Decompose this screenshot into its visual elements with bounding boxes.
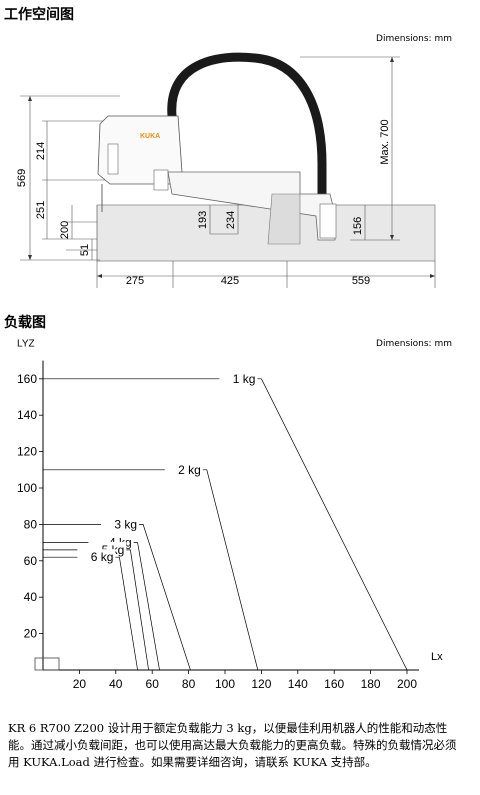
payload-label-bg [77, 549, 116, 565]
y-axis-label: LYZ [17, 339, 35, 350]
x-tick-label: 80 [182, 677, 196, 691]
kuka-logo: KUKA [140, 133, 160, 140]
y-tick-label: 120 [17, 445, 37, 459]
dim-275: 275 [126, 275, 144, 287]
payload-curve [43, 378, 408, 671]
x-tick-label: 20 [73, 677, 87, 691]
workspace-title: 工作空间图 [4, 7, 74, 23]
y-tick-label: 160 [17, 372, 37, 386]
payload-label: 2 kg [178, 463, 201, 477]
dim-234: 234 [225, 211, 237, 229]
flange-icon [34, 657, 60, 671]
payload-curve [43, 549, 149, 671]
dim-200: 200 [59, 221, 71, 239]
dim-max-700: Max. 700 [379, 119, 391, 164]
x-tick-label: 160 [324, 677, 344, 691]
y-tick-label: 100 [17, 481, 37, 495]
description-paragraph: KR 6 R700 Z200 设计用于额定负载能力 3 kg，以便最佳利用机器人… [8, 721, 457, 769]
payload-curve [43, 556, 138, 671]
x-tick-label: 180 [361, 677, 381, 691]
x-tick-label: 120 [251, 677, 271, 691]
payload-dimensions-note: Dimensions: mm [376, 339, 452, 349]
workspace-area [96, 204, 436, 262]
y-tick-label: 140 [17, 408, 37, 422]
payload-label-bg [101, 516, 140, 532]
payload-title: 负载图 [4, 315, 46, 331]
dim-193: 193 [197, 211, 209, 229]
x-tick-label: 60 [146, 677, 160, 691]
workspace-dimensions-note: Dimensions: mm [376, 34, 452, 44]
payload-label: 3 kg [114, 517, 137, 531]
robot-illustration: KUKA [97, 52, 337, 245]
x-tick-label: 140 [288, 677, 308, 691]
dim-559: 559 [352, 275, 370, 287]
payload-chart: LYZ Lx 20 40 60 80 100 120 140 160 20 40 60 80 100 120 1… [17, 339, 443, 691]
payload-label: 6 kg [91, 550, 114, 564]
payload-label-bg [164, 461, 203, 477]
y-tick-label: 80 [24, 517, 38, 531]
x-axis-label: Lx [431, 651, 443, 663]
payload-label-bg [219, 370, 258, 386]
dim-156: 156 [352, 217, 364, 235]
workspace-diagram: 569 214 251 200 51 193 234 156 Max. 700 … [16, 52, 436, 288]
dim-569: 569 [16, 169, 28, 187]
payload-label: 1 kg [233, 372, 256, 386]
dim-251: 251 [35, 201, 47, 219]
x-tick-label: 200 [397, 677, 417, 691]
dim-51: 51 [79, 244, 91, 256]
x-tick-label: 40 [109, 677, 123, 691]
payload-curve [43, 469, 259, 671]
y-tick-label: 40 [24, 590, 38, 604]
payload-curve [43, 542, 160, 671]
dim-214: 214 [35, 142, 47, 160]
payload-curve [43, 524, 191, 671]
y-tick-label: 60 [24, 554, 38, 568]
dim-425: 425 [221, 275, 239, 287]
y-tick-label: 20 [24, 627, 38, 641]
x-tick-label: 100 [215, 677, 235, 691]
